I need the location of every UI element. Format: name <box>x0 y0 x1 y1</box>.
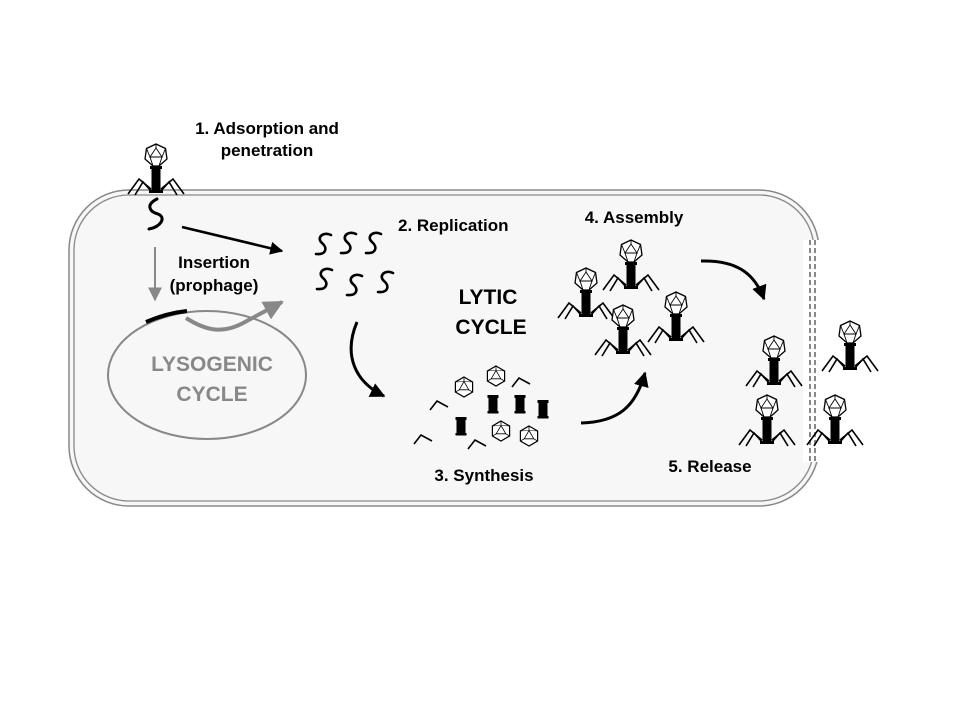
capsid-head-icon <box>486 365 506 387</box>
phage-tail-icon <box>514 395 526 414</box>
lytic-cycle-label: CYCLE <box>455 316 526 339</box>
capsid-head-icon <box>454 376 474 398</box>
replication-label: 2. Replication <box>398 216 509 235</box>
ruptured-wall-gap <box>803 240 825 462</box>
injected-dna-icon <box>147 197 164 231</box>
penetration-to-replication-arrow <box>181 225 284 255</box>
prophage-dna-insert <box>145 309 188 324</box>
capsid-head-icon <box>491 420 511 442</box>
step-synthesis: 3. Synthesis <box>413 365 649 485</box>
lysogenic-to-lytic-arrow <box>184 300 284 332</box>
bacteriophage-icon <box>127 143 185 196</box>
lysogenic-cycle-label: LYSOGENIC <box>151 353 273 376</box>
step-adsorption: 1. Adsorption and penetration <box>127 119 339 255</box>
capsid-head-icon <box>519 425 539 447</box>
phage-tail-icon <box>537 400 549 419</box>
insertion-label: Insertion <box>178 253 250 272</box>
release-label: 5. Release <box>668 457 751 476</box>
phage-tail-icon <box>487 395 499 414</box>
adsorption-label: penetration <box>221 141 314 160</box>
assembly-to-release-arrow <box>700 259 767 301</box>
step-insertion: Insertion (prophage) <box>148 247 259 302</box>
lysogenic-cycle-ellipse <box>107 310 307 440</box>
phage-tail-icon <box>455 417 467 436</box>
step-assembly: 4. Assembly <box>557 208 767 357</box>
lytic-cycle-label: LYTIC <box>459 286 518 309</box>
synthesis-label: 3. Synthesis <box>434 466 533 485</box>
insertion-label: (prophage) <box>170 276 259 295</box>
step-release: 5. Release <box>668 320 879 476</box>
lysogenic-cycle: LYSOGENIC CYCLE <box>107 300 307 440</box>
assembly-label: 4. Assembly <box>585 208 684 227</box>
bacteriophage-icon <box>821 320 879 373</box>
lysogenic-cycle-label: CYCLE <box>176 383 247 406</box>
replication-to-synthesis-arrow <box>349 321 386 398</box>
adsorption-label: 1. Adsorption and <box>195 119 339 138</box>
synthesis-to-assembly-arrow <box>580 371 649 425</box>
step-replication: 2. Replication <box>314 216 509 398</box>
